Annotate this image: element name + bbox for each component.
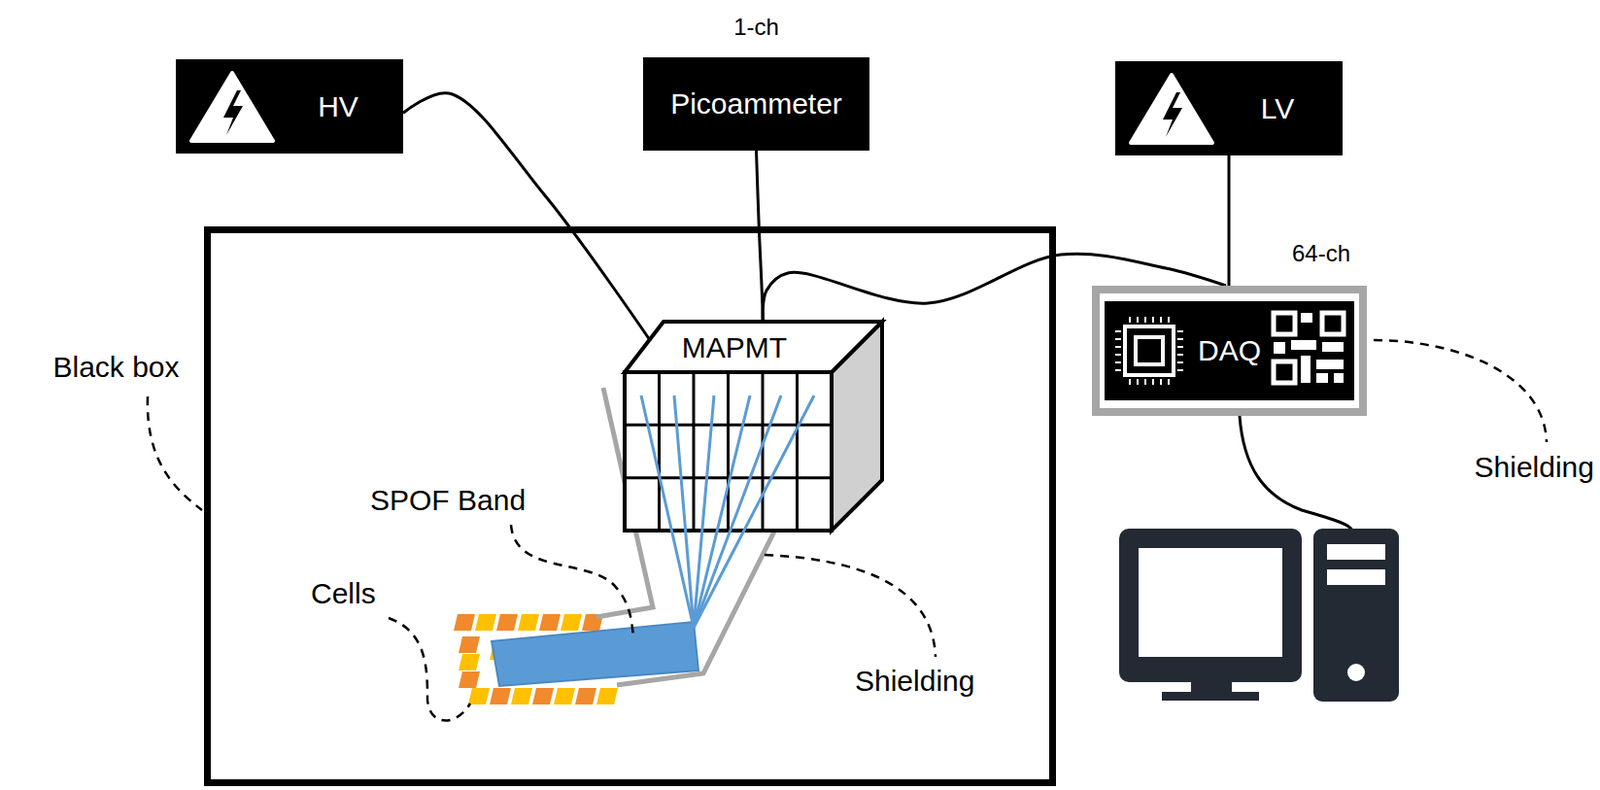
optical-fiber bbox=[693, 395, 750, 628]
channel-count: 1-ch bbox=[733, 13, 780, 41]
leader-line bbox=[388, 617, 471, 721]
text-slot: 64-ch bbox=[1272, 237, 1370, 271]
cable bbox=[1227, 155, 1231, 286]
callout-label: Cells bbox=[310, 576, 376, 612]
optical-fiber bbox=[674, 395, 694, 628]
callout-label: SPOF Band bbox=[370, 482, 526, 518]
power-supply-box: HV bbox=[175, 59, 404, 154]
cell bbox=[532, 687, 554, 705]
anode-grid bbox=[692, 372, 696, 531]
text-slot: DAQ bbox=[1171, 301, 1288, 401]
optical-fiber bbox=[693, 395, 782, 628]
enclosure-label: Black box bbox=[52, 350, 179, 384]
cable bbox=[403, 93, 650, 341]
callout-label: Shielding bbox=[1474, 449, 1595, 485]
optical-fiber bbox=[693, 395, 815, 628]
supply-label: LV bbox=[1260, 92, 1294, 126]
board-label: DAQ bbox=[1197, 334, 1261, 368]
leader-line bbox=[764, 554, 936, 657]
callout-label: Shielding bbox=[854, 663, 975, 699]
cell bbox=[468, 687, 490, 705]
instrument-box: 1-chPicoammeter bbox=[643, 57, 870, 151]
cell bbox=[596, 687, 618, 705]
cell bbox=[458, 671, 480, 688]
text-slot: 1-ch bbox=[643, 10, 870, 44]
supply-label: HV bbox=[317, 90, 359, 124]
cell bbox=[458, 636, 480, 653]
anode-grid bbox=[657, 372, 661, 531]
text-slot: LV bbox=[1212, 61, 1343, 156]
leader-line bbox=[1373, 340, 1547, 443]
cell bbox=[453, 613, 476, 631]
hazard-icon bbox=[175, 59, 404, 154]
cell bbox=[553, 687, 576, 705]
cell bbox=[496, 613, 518, 631]
device-label: MAPMT bbox=[681, 331, 787, 365]
power-supply-box: LV bbox=[1115, 61, 1343, 156]
cell bbox=[539, 613, 561, 631]
cell bbox=[510, 687, 533, 705]
cell bbox=[560, 613, 582, 631]
anode-grid bbox=[624, 476, 832, 479]
instrument-label: Picoammeter bbox=[670, 87, 843, 121]
text-slot: MAPMT bbox=[632, 323, 837, 373]
text-slot: HV bbox=[272, 59, 404, 154]
enclosure-box: MAPMTBlack box bbox=[204, 226, 1056, 786]
leader-line bbox=[147, 396, 203, 511]
cell bbox=[517, 613, 540, 631]
cell bbox=[489, 687, 511, 705]
photomultiplier-cube: MAPMT bbox=[624, 321, 883, 531]
cell bbox=[575, 687, 597, 705]
hazard-icon bbox=[1115, 61, 1343, 156]
daq-board: 64-chDAQ bbox=[1091, 285, 1367, 416]
text-slot: Picoammeter bbox=[643, 57, 870, 151]
optical-fiber bbox=[641, 395, 694, 628]
channel-count: 64-ch bbox=[1292, 239, 1351, 268]
text-slot: Black box bbox=[35, 347, 197, 387]
computer-icon bbox=[1119, 528, 1399, 702]
leader-line bbox=[510, 524, 634, 637]
usb-cable bbox=[1239, 415, 1353, 531]
cell bbox=[475, 613, 497, 631]
anode-grid bbox=[795, 372, 799, 531]
cell bbox=[458, 653, 480, 671]
anode-grid bbox=[726, 372, 730, 531]
